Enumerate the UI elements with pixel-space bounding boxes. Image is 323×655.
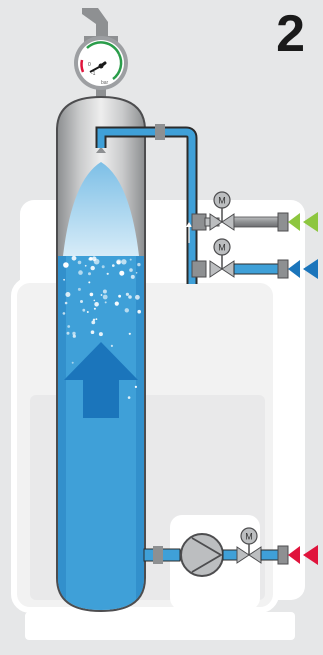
air-bubble (65, 292, 71, 297)
air-bubble (137, 262, 141, 267)
air-bubble (102, 294, 108, 300)
big-up-arrow-icon (64, 342, 138, 418)
pressure-gauge: 0 -1 bar (74, 36, 128, 90)
air-bubble (116, 260, 121, 265)
air-bubble (88, 272, 91, 276)
air-bubble (80, 300, 83, 303)
gauge-unit: bar (101, 80, 109, 86)
air-bubble (89, 292, 94, 297)
air-bubble (89, 257, 93, 261)
air-bubble (63, 263, 66, 266)
air-bubble (82, 308, 86, 312)
air-bubble (128, 295, 132, 299)
air-bubble (129, 258, 132, 261)
air-bubble (98, 332, 103, 337)
gauge-green-arc (86, 41, 121, 55)
air-bubble (77, 260, 82, 265)
air-bubble (67, 325, 71, 328)
air-bubble (93, 307, 96, 310)
air-bubble (128, 332, 131, 335)
air-bubble (124, 308, 129, 313)
air-bubble (101, 265, 105, 269)
air-bubble (63, 262, 69, 268)
air-bubble (102, 289, 107, 294)
air-bubble (95, 318, 98, 320)
air-bubble (72, 334, 76, 338)
air-bubble (88, 281, 91, 284)
air-bubble (92, 318, 96, 321)
air-bubble (78, 270, 83, 275)
blue-arrow-icon (303, 259, 318, 279)
circulation-pump (180, 533, 224, 577)
air-bubble (71, 255, 77, 261)
air-bubble (93, 299, 96, 302)
gauge-red-arc (80, 59, 85, 73)
valve-middle-label: M (218, 243, 226, 253)
air-bubble (130, 274, 135, 279)
air-bubble (112, 264, 115, 267)
air-bubble (94, 302, 99, 307)
air-bubble (104, 301, 107, 304)
spray-cone (63, 162, 139, 256)
air-bubble (106, 272, 109, 275)
air-bubble (121, 259, 127, 265)
step-number: 2 (276, 5, 305, 63)
air-bubble (84, 264, 87, 267)
air-bubble (114, 301, 119, 306)
gauge-connector (82, 8, 118, 100)
valve-middle: M (191, 238, 318, 279)
air-bubble (91, 320, 96, 325)
air-bubble (134, 385, 137, 388)
air-bubble (125, 292, 129, 296)
valve-top-label: M (218, 196, 226, 206)
air-bubble (77, 287, 81, 291)
air-bubble (119, 270, 125, 276)
air-bubble (62, 312, 66, 315)
air-bubble (118, 294, 121, 298)
air-bubble (71, 361, 74, 364)
air-bubble (127, 396, 131, 399)
red-arrow-icon (303, 545, 318, 565)
pump-line: M (143, 527, 318, 577)
spray-nozzle (96, 148, 106, 153)
air-bubble (86, 311, 89, 313)
air-bubble (100, 294, 103, 296)
gauge-tick-zero: 0 (88, 62, 91, 68)
valve-bottom-label: M (245, 532, 253, 542)
water-level (58, 256, 144, 610)
air-bubble (110, 344, 113, 347)
return-pipe (95, 124, 198, 284)
green-arrow-icon (303, 212, 318, 232)
air-bubble (72, 331, 76, 336)
air-bubble (135, 294, 140, 300)
air-bubble (90, 330, 95, 335)
air-bubble (137, 309, 141, 314)
air-bubble (63, 278, 65, 281)
air-bubble (135, 272, 138, 274)
valve-top: M (191, 191, 318, 232)
air-bubble (129, 268, 133, 272)
gauge-tick-minus-one: -1 (91, 71, 96, 77)
air-bubble (64, 301, 68, 305)
air-bubble (90, 265, 95, 271)
air-bubble (66, 331, 70, 335)
air-bubble (91, 256, 97, 262)
